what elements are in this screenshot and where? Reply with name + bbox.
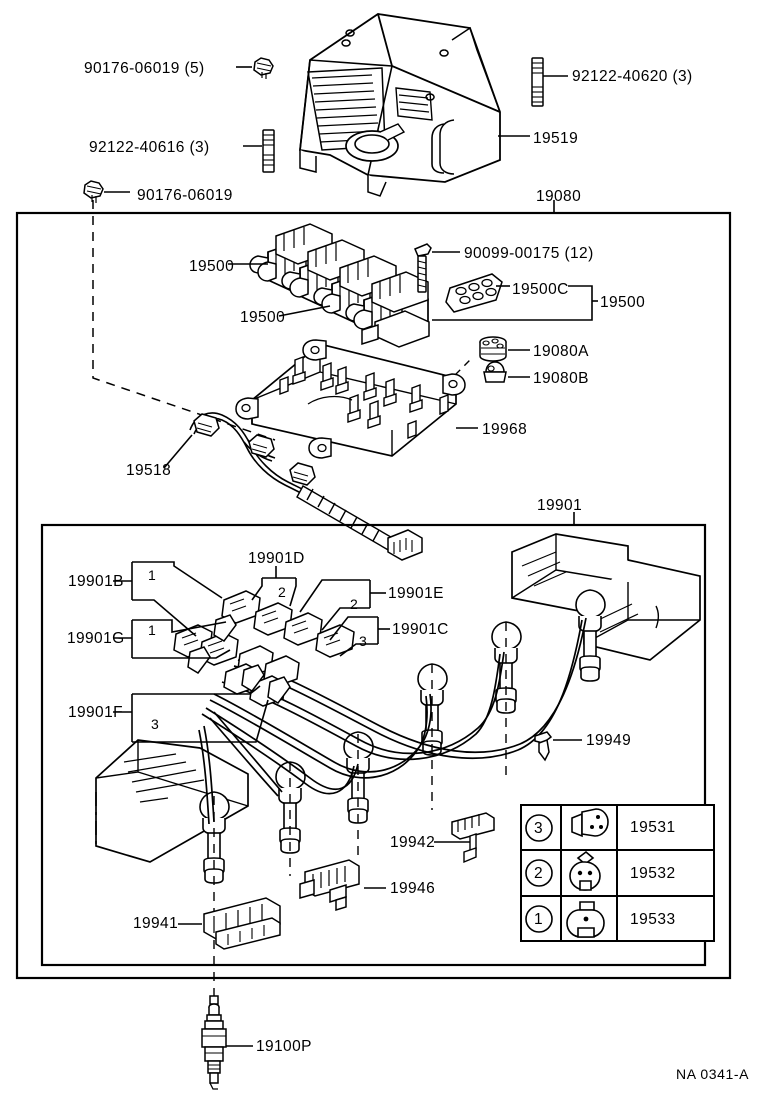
harness-end-connector-19518	[387, 529, 423, 561]
label-19500-lower: 19500	[240, 309, 286, 326]
label-19941: 19941	[133, 915, 179, 932]
label-19080b: 19080B	[533, 370, 589, 387]
label-19942: 19942	[390, 834, 436, 851]
label-19949: 19949	[586, 732, 632, 749]
callout-circle-3-f: 3	[151, 716, 159, 732]
label-19500-group: 19500	[600, 294, 646, 311]
harness-connectors-19518	[193, 413, 316, 486]
clamp-19942-illustration	[451, 812, 495, 863]
label-19901f: 19901F	[68, 704, 123, 721]
label-19080: 19080	[536, 188, 582, 205]
drawing-id: NA 0341-A	[676, 1066, 750, 1082]
bolt-92122-40620-illustration	[531, 57, 544, 107]
label-19500c: 19500C	[512, 281, 569, 298]
callout-circle-2-d: 2	[278, 584, 286, 600]
label-19500-upper: 19500	[189, 258, 235, 275]
grommet-19080a-illustration	[479, 336, 507, 362]
valve-cover-right-illustration	[511, 533, 701, 661]
cord-set-frame-19901	[40, 523, 707, 967]
label-90099-00175: 90099-00175 (12)	[464, 245, 594, 262]
coil-pack-19500-illustration	[249, 223, 430, 348]
clamp-19949-illustration	[534, 731, 553, 762]
label-19518: 19518	[126, 462, 172, 479]
label-19968: 19968	[482, 421, 528, 438]
label-19100p: 19100P	[256, 1038, 312, 1055]
label-90176-06019-5: 90176-06019 (5)	[84, 60, 205, 77]
connector-2pin-icon	[569, 850, 601, 891]
label-19519: 19519	[533, 130, 579, 147]
fastener-90176-lower	[83, 180, 104, 203]
spark-plug-19100p-illustration	[201, 995, 227, 1090]
cord-terminal-cluster	[173, 590, 355, 707]
label-19946: 19946	[390, 880, 436, 897]
clamp-19941-illustration	[203, 897, 281, 950]
legend-partno-19533: 19533	[630, 911, 676, 928]
callout-circle-1-g: 1	[148, 622, 156, 638]
cover-19519-illustration	[299, 13, 501, 197]
bracket-19968-illustration	[235, 339, 466, 459]
callout-circle-2-e: 2	[350, 596, 358, 612]
label-92122-40620: 92122-40620 (3)	[572, 68, 693, 85]
legend-callout-1: 1	[534, 911, 544, 928]
legend-callout-3: 3	[534, 820, 544, 837]
label-92122-40616: 92122-40616 (3)	[89, 139, 210, 156]
legend-callout-circles	[525, 814, 553, 933]
bolt-92122-40616-illustration	[262, 129, 275, 173]
grommet-19080b-illustration	[483, 361, 507, 383]
outer-assembly-frame	[15, 211, 732, 980]
screw-90099-00175-illustration	[414, 243, 432, 293]
harness-braid-19518	[296, 485, 397, 552]
bracket-19500-group	[432, 285, 593, 321]
legend-callout-2: 2	[534, 865, 544, 882]
callout-circle-1-b: 1	[148, 567, 156, 583]
legend-partno-19532: 19532	[630, 865, 676, 882]
label-19901c: 19901C	[392, 621, 449, 638]
connector-1pin-icon	[566, 901, 605, 938]
label-19901d: 19901D	[248, 550, 305, 567]
gasket-19500c-illustration	[445, 273, 503, 313]
label-19080a: 19080A	[533, 343, 589, 360]
clamp-19946-illustration	[299, 859, 360, 912]
label-19901b: 19901B	[68, 573, 124, 590]
connector-3pin-icon	[571, 808, 609, 838]
legend-partno-19531: 19531	[630, 819, 676, 836]
label-19901e: 19901E	[388, 585, 444, 602]
callout-leaders	[113, 561, 390, 743]
label-90176-06019: 90176-06019	[137, 187, 233, 204]
leader-19500-lower	[278, 305, 331, 317]
fastener-90176-top	[253, 57, 274, 79]
label-19901g: 19901G	[67, 630, 125, 647]
leader-19518	[163, 434, 193, 469]
legend-table-frame	[520, 804, 715, 942]
callout-circle-3-c: 3	[359, 633, 367, 649]
label-19901: 19901	[537, 497, 583, 514]
